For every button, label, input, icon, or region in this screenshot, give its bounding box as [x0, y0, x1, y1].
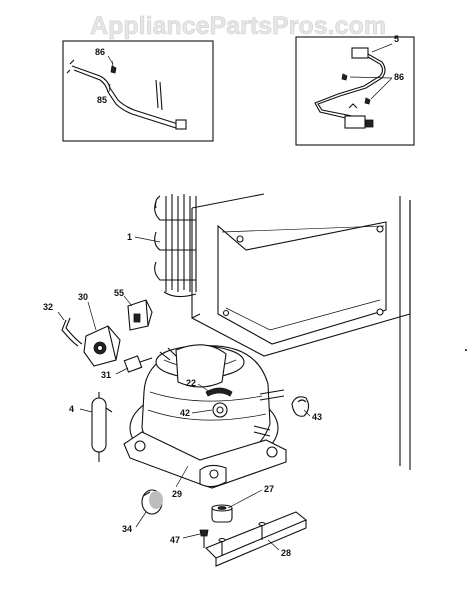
callout-86-left: 86 — [95, 47, 105, 57]
screw-86-left — [110, 60, 117, 74]
wire-22 — [205, 387, 233, 397]
watermark-text: AppliancePartsPros.com — [90, 12, 386, 40]
callout-4: 4 — [69, 404, 74, 414]
callout-29: 29 — [172, 489, 182, 499]
callout-labels: 86 85 5 86 1 55 30 32 31 22 42 43 4 29 2… — [43, 34, 404, 558]
callout-5: 5 — [394, 34, 399, 44]
inset-left-harness — [62, 40, 214, 142]
callout-30: 30 — [78, 292, 88, 302]
wire-32 — [61, 317, 83, 347]
inset-right-harness — [295, 36, 415, 146]
overload-protector-55 — [127, 299, 153, 331]
callout-42: 42 — [180, 408, 190, 418]
cabinet-rear — [191, 193, 411, 470]
callout-43: 43 — [312, 412, 322, 422]
callout-55: 55 — [114, 288, 124, 298]
grommet-34 — [141, 489, 163, 515]
harness-85 — [66, 59, 187, 130]
inset-left-frame — [62, 40, 214, 142]
leader-lines — [57, 236, 311, 551]
callout-86-right: 86 — [394, 72, 404, 82]
connector-31 — [123, 355, 153, 373]
screw-86-right — [341, 73, 371, 105]
grommet-42 — [212, 402, 228, 418]
callout-85: 85 — [97, 95, 107, 105]
callout-32: 32 — [43, 302, 53, 312]
callout-47: 47 — [170, 535, 180, 545]
clip-43 — [291, 396, 310, 417]
filter-drier-4 — [91, 392, 113, 462]
callout-28: 28 — [281, 548, 291, 558]
inset-right-frame — [295, 36, 415, 146]
callout-34: 34 — [122, 524, 132, 534]
relay-30 — [83, 325, 121, 367]
callout-27: 27 — [264, 484, 274, 494]
condenser-coil — [154, 194, 197, 298]
compressor-29 — [123, 344, 287, 489]
grommet-27 — [211, 504, 233, 523]
callout-31: 31 — [101, 370, 111, 380]
callout-22: 22 — [186, 378, 196, 388]
callout-1: 1 — [127, 232, 132, 242]
mounting-bracket-28 — [205, 511, 308, 567]
screw-47 — [199, 529, 209, 548]
harness-5 — [314, 47, 386, 129]
margin-dot — [465, 349, 467, 351]
